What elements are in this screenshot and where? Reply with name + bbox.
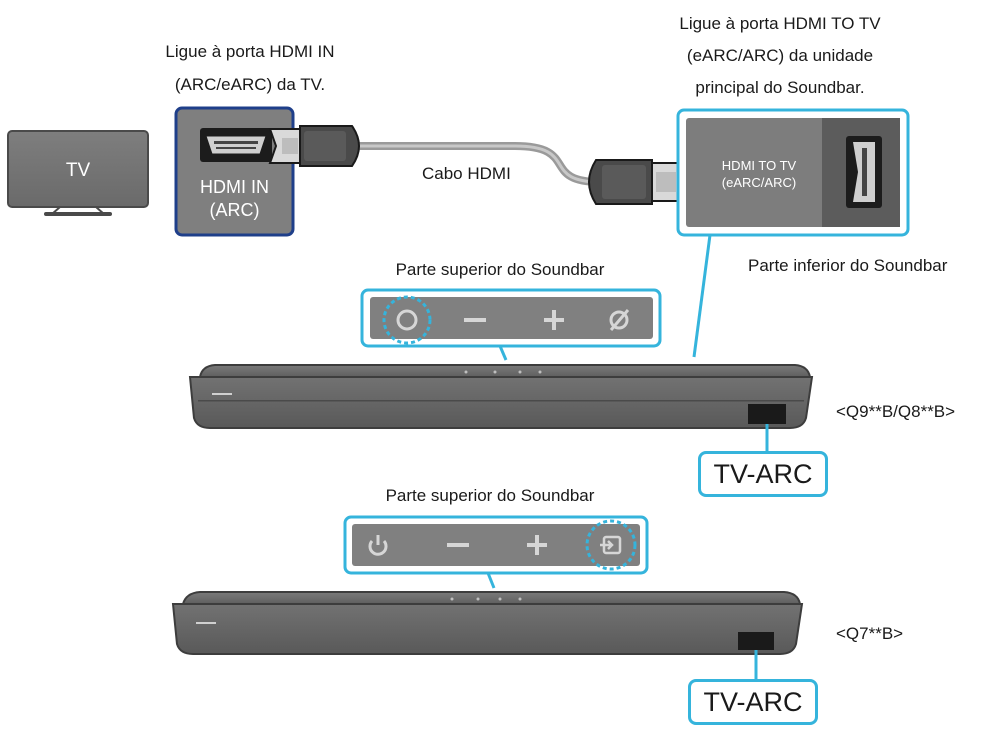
soundbar-callout-line-1: Ligue à porta HDMI TO TV — [679, 14, 881, 33]
soundbar-top-panel-1 — [360, 288, 662, 361]
model-label-1: <Q9**B/Q8**B> — [836, 402, 956, 421]
soundbar-port-label-line-1: HDMI TO TV — [721, 158, 797, 173]
tv-callout-line-2: (ARC/eARC) da TV. — [174, 75, 326, 94]
hdmi-port-icon — [200, 128, 272, 162]
bottom-of-soundbar-label: Parte inferior do Soundbar — [748, 256, 948, 275]
multi-function-button-icon — [382, 295, 432, 345]
tv-hdmi-port-panel — [174, 106, 295, 237]
volume-up-icon-2 — [527, 535, 547, 555]
volume-down-icon — [464, 318, 486, 322]
tv-icon — [7, 130, 149, 216]
tv-label: TV — [65, 160, 91, 181]
input-source-icon — [585, 519, 637, 571]
soundbar-hdmi-port-panel — [676, 108, 910, 358]
volume-up-icon — [544, 310, 564, 330]
tv-arc-label-2: TV-ARC — [688, 679, 818, 725]
soundbar-callout-line-3: principal do Soundbar. — [695, 78, 865, 97]
soundbar-1-body — [188, 364, 814, 452]
hdmi-cable — [348, 141, 604, 186]
cable-label: Cabo HDMI — [422, 164, 511, 183]
soundbar-top-panel-2 — [343, 515, 649, 589]
model-label-2: <Q7**B> — [836, 624, 904, 643]
top-of-soundbar-label-1: Parte superior do Soundbar — [395, 260, 605, 279]
mic-off-icon — [609, 309, 630, 331]
hdmi-plug-tv-end-icon — [268, 125, 360, 167]
tv-port-label-line-1: HDMI IN — [200, 177, 269, 197]
soundbar-2-body — [171, 591, 804, 680]
soundbar-hdmi-port-icon — [846, 136, 882, 208]
soundbar-callout-line-2: (eARC/ARC) da unidade — [686, 46, 874, 65]
top-of-soundbar-label-2: Parte superior do Soundbar — [385, 486, 595, 505]
tv-callout-line-1: Ligue à porta HDMI IN — [165, 42, 335, 61]
tv-port-label-line-2: (ARC) — [209, 200, 260, 220]
volume-down-icon-2 — [447, 543, 469, 547]
soundbar-port-label-line-2: (eARC/ARC) — [721, 175, 797, 190]
power-icon — [368, 535, 388, 556]
tv-arc-label-1: TV-ARC — [698, 451, 828, 497]
hdmi-plug-soundbar-end-icon — [588, 159, 692, 205]
